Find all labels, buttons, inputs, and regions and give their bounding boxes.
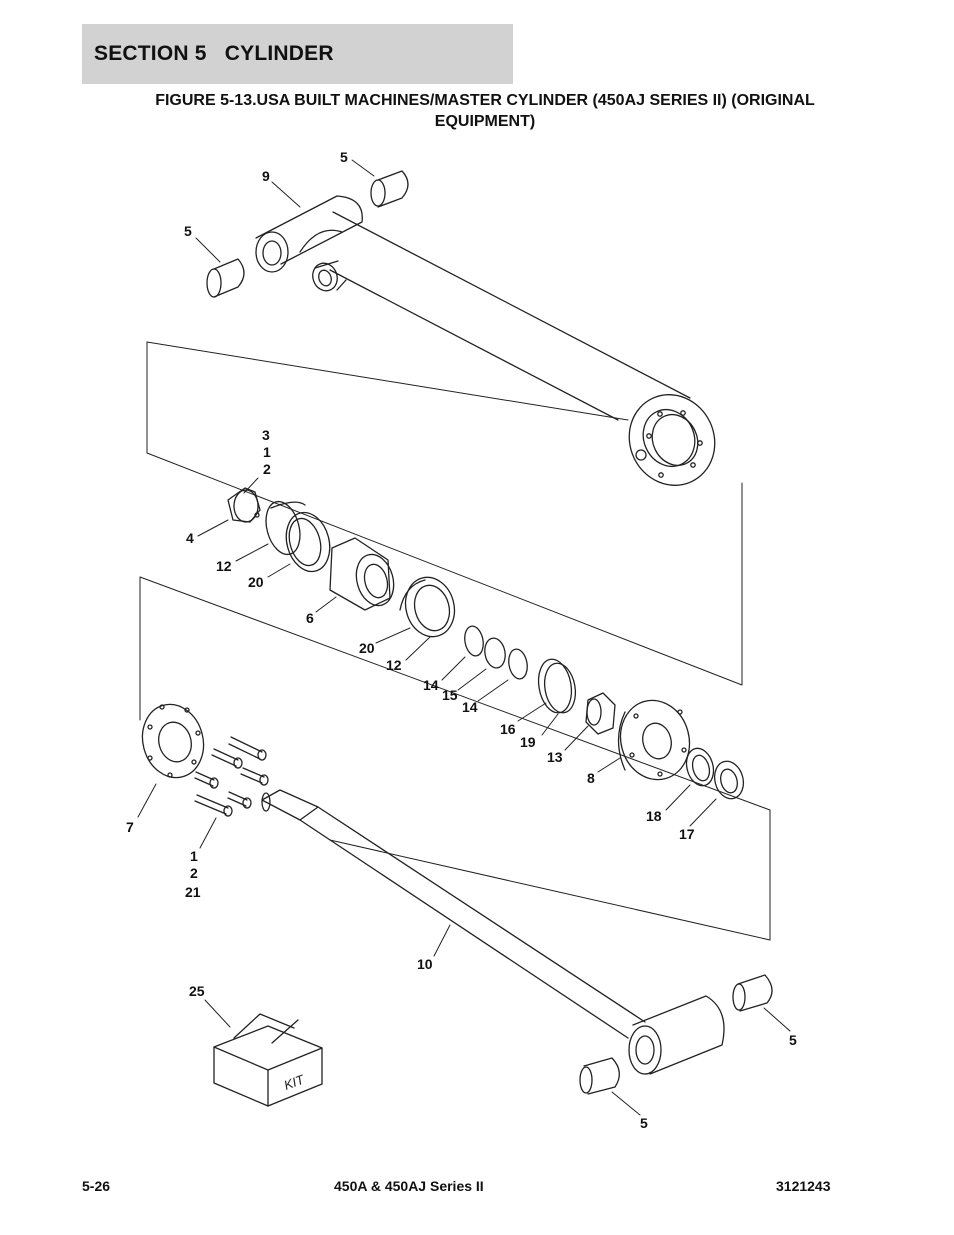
callout-4: 4 [186, 530, 194, 546]
figure-caption-line1: FIGURE 5-13.USA BUILT MACHINES/MASTER CY… [155, 92, 815, 109]
cylinder-head [617, 699, 691, 781]
cylinder-rod [261, 789, 725, 1075]
callout-5-left: 5 [184, 223, 192, 239]
rod-pin-bushing-right [732, 974, 773, 1012]
callout-5-top: 5 [340, 149, 348, 165]
callout-12a: 12 [216, 558, 232, 574]
seal-kit-box [213, 1013, 323, 1107]
cylinder-barrel [255, 195, 716, 486]
head-gasket [141, 703, 205, 779]
footer-page-number: 5-26 [82, 1178, 111, 1194]
barrel-pin-bushing-top [370, 170, 409, 208]
callout-2a: 2 [263, 461, 271, 477]
callout-2b: 2 [190, 865, 198, 881]
callout-15: 15 [442, 687, 458, 703]
callout-5-right: 5 [789, 1032, 797, 1048]
callout-12b: 12 [386, 657, 402, 673]
callout-9: 9 [262, 168, 270, 184]
rod-seal-18 [685, 747, 715, 787]
footer-model: 450A & 450AJ Series II [334, 1178, 484, 1194]
callout-5-bottom: 5 [640, 1115, 648, 1131]
callout-16: 16 [500, 721, 516, 737]
assembly-guide-lines [139, 341, 771, 941]
barrel-pin-bushing-left [206, 258, 245, 298]
wiper-ring-16-19 [537, 658, 577, 714]
rod-pin-bushing-bottom [579, 1057, 620, 1095]
callout-25: 25 [189, 983, 205, 999]
cap-screws [194, 736, 269, 817]
section-header-bar: SECTION 5 CYLINDER [82, 24, 513, 84]
figure-caption: FIGURE 5-13.USA BUILT MACHINES/MASTER CY… [70, 90, 900, 132]
rod-wiper-17 [713, 760, 745, 800]
callout-8: 8 [587, 770, 595, 786]
o-ring-15 [484, 637, 506, 669]
footer-doc-number: 3121243 [776, 1178, 831, 1194]
kit-box-label: KIT [282, 1071, 307, 1092]
callout-6: 6 [306, 610, 314, 626]
piston-ring-20a [285, 511, 331, 573]
callout-14a: 14 [423, 677, 439, 693]
callout-leader-lines [137, 159, 791, 1116]
callout-18: 18 [646, 808, 662, 824]
piston-seal-12a [265, 500, 306, 556]
piston-locknut [227, 487, 261, 523]
backup-ring-14b [508, 648, 528, 680]
callout-17: 17 [679, 826, 695, 842]
callout-13: 13 [547, 749, 563, 765]
callout-1b: 1 [190, 848, 198, 864]
piston [329, 537, 395, 611]
section-title: SECTION 5 CYLINDER [94, 42, 334, 65]
callout-21: 21 [185, 884, 201, 900]
callout-7: 7 [126, 819, 134, 835]
piston-ring-20b [399, 576, 456, 638]
backup-ring-14a [464, 625, 484, 657]
bushing-13 [585, 692, 616, 735]
callout-1a: 1 [263, 444, 271, 460]
callout-14b: 14 [462, 699, 478, 715]
callout-20b: 20 [359, 640, 375, 656]
callout-3: 3 [262, 427, 270, 443]
callout-19: 19 [520, 734, 536, 750]
callout-10: 10 [417, 956, 433, 972]
figure-caption-line2: EQUIPMENT) [434, 113, 536, 130]
callout-20a: 20 [248, 574, 264, 590]
